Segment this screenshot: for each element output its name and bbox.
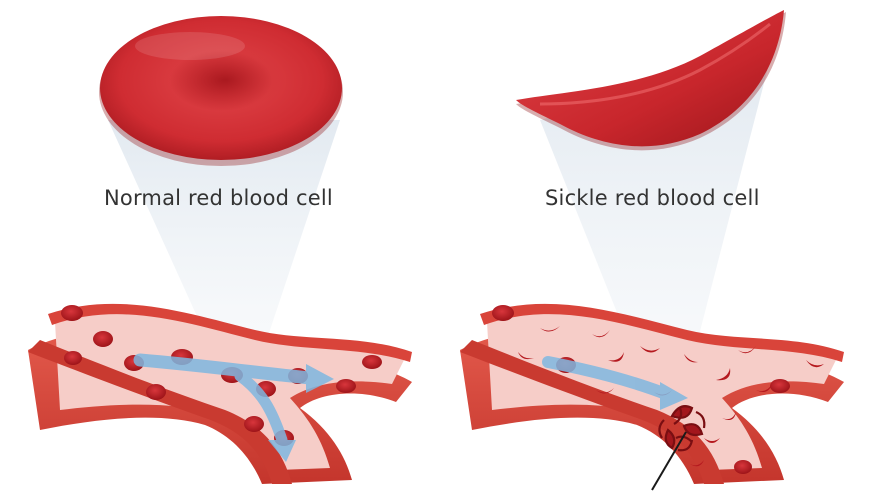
normal-flow-arrows bbox=[133, 353, 334, 462]
sickle-red-blood-cell bbox=[516, 10, 786, 151]
sickle-cell bbox=[716, 368, 731, 381]
normal-cell-caption: Normal red blood cell bbox=[104, 186, 333, 210]
normal-panel bbox=[28, 16, 412, 484]
sickle-flow-arrow bbox=[542, 356, 688, 410]
sickle-cell bbox=[806, 360, 824, 368]
red-blood-cell bbox=[734, 460, 752, 474]
sickle-cell bbox=[640, 346, 660, 353]
red-blood-cell bbox=[64, 351, 82, 365]
sickle-cell bbox=[690, 460, 704, 467]
sickle-cell bbox=[596, 388, 614, 394]
sickle-cell bbox=[722, 412, 736, 420]
red-blood-cell bbox=[492, 305, 514, 321]
sickle-blockage-cluster bbox=[658, 405, 706, 452]
sickle-panel bbox=[460, 10, 844, 491]
sickle-cell bbox=[518, 352, 534, 360]
red-blood-cell bbox=[61, 305, 83, 321]
red-blood-cell bbox=[244, 416, 264, 432]
sickle-cell bbox=[608, 352, 624, 362]
sickle-cell bbox=[684, 354, 698, 363]
red-blood-cell bbox=[770, 379, 790, 393]
red-blood-cell bbox=[93, 331, 113, 347]
red-blood-cell bbox=[146, 384, 166, 400]
blockage-pointer-line bbox=[651, 431, 687, 491]
sickle-blood-vessel bbox=[460, 303, 844, 491]
sickle-cell-caption: Sickle red blood cell bbox=[545, 186, 760, 210]
sickle-cell bbox=[540, 326, 560, 332]
normal-blood-vessel bbox=[28, 303, 412, 484]
normal-magnify-beam bbox=[108, 120, 340, 345]
sickle-cell bbox=[704, 438, 720, 443]
sickle-cell bbox=[756, 384, 772, 392]
red-blood-cell bbox=[336, 379, 356, 393]
red-blood-cell bbox=[362, 355, 382, 369]
normal-red-blood-cell bbox=[99, 16, 343, 166]
